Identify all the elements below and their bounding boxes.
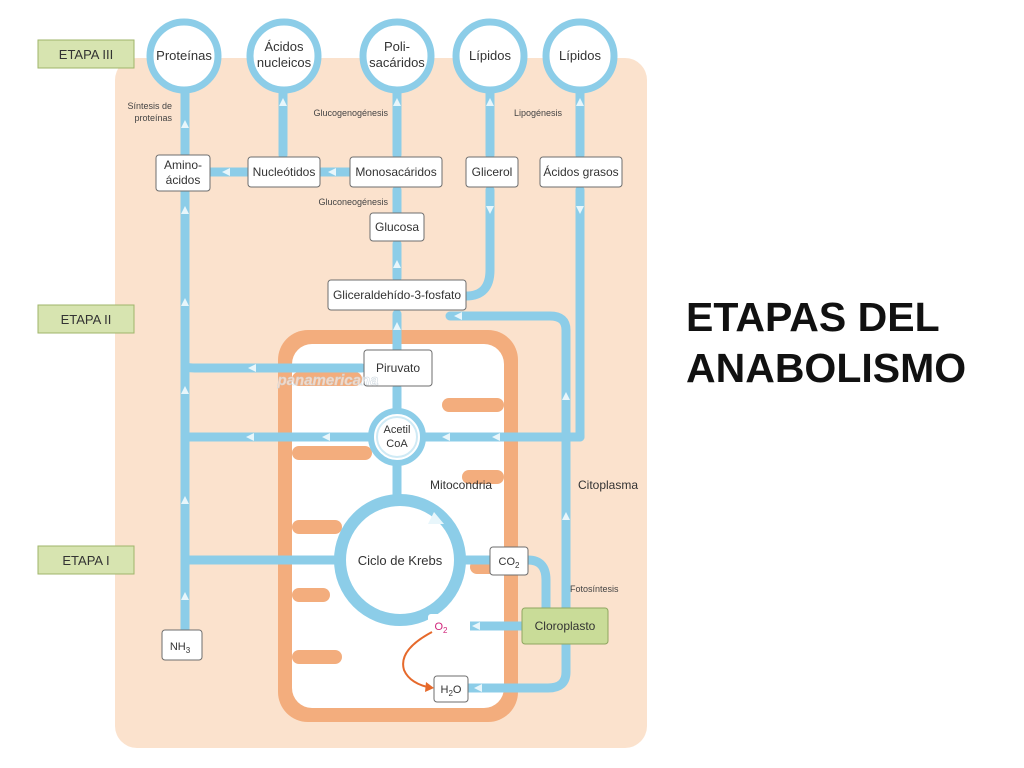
monosaccharides-label: Monosacáridos [355,165,436,179]
polysaccharides-label-line2: sacáridos [369,55,425,70]
acetyl-coa-node [368,408,426,466]
slide-title-line2: ANABOLISMO [686,345,967,391]
chloroplast-box [521,607,609,645]
glucose-label: Glucosa [375,220,419,234]
fatty-acids-label: Ácidos grasos [543,164,618,179]
stage-3-label: ETAPA III [59,47,113,62]
stage-1-label: ETAPA I [62,553,109,568]
gluconeogenesis-label: Gluconeogénesis [318,197,388,207]
amino-acids-label-line1: Amino- [164,158,202,172]
slide-title: ETAPAS DEL ANABOLISMO [686,292,1006,394]
krebs-cycle-ring [334,494,466,626]
h2o-label: H2O [441,684,462,698]
acetyl-coa-label-line2: CoA [386,438,408,450]
polysaccharides-label-line1: Poli- [384,39,410,54]
lipogenesis-label: Lipogénesis [514,108,563,118]
nucleic-acids-label-line1: Ácidos [264,39,304,54]
nucleic-acids-label-line2: nucleicos [257,55,312,70]
slide-title-line1: ETAPAS DEL [686,294,940,340]
o2-label: O2 [434,621,448,635]
arrow-heads [181,98,584,692]
pyruvate-label: Piruvato [376,361,420,375]
stage-2-label: ETAPA II [61,312,112,327]
stage-boxes [37,39,135,575]
monomer-boxes [155,154,623,703]
o2-box [428,614,470,638]
nh3-label: NH3 [170,641,191,655]
glycerol-label: Glicerol [472,165,513,179]
proteins-label: Proteínas [156,48,212,63]
pathway-lines [180,85,585,693]
photosynthesis-label: Fotosíntesis [570,584,619,594]
krebs-label: Ciclo de Krebs [358,553,443,568]
chloroplast-label: Cloroplasto [535,619,596,633]
photolysis-arrow [402,631,434,692]
mitochondria-label: Mitocondria [430,478,492,492]
g3p-label: Gliceraldehído-3-fosfato [333,288,461,302]
acetyl-coa-label-line1: Acetil [384,424,411,436]
protein-synthesis-label-line1: Síntesis de [127,101,172,111]
cytoplasm-label: Citoplasma [578,478,638,492]
lipids-label-2: Lípidos [559,48,601,63]
amino-acids-label-line2: ácidos [166,173,201,187]
nucleotides-label: Nucleótidos [253,165,316,179]
glycogenesis-label: Glucogenogénesis [313,108,388,118]
protein-synthesis-label-line2: proteínas [134,113,172,123]
co2-label: CO2 [499,556,521,570]
macromolecule-circles [146,18,618,94]
lipids-label-1: Lípidos [469,48,511,63]
publisher-watermark: panamericana [277,372,379,389]
